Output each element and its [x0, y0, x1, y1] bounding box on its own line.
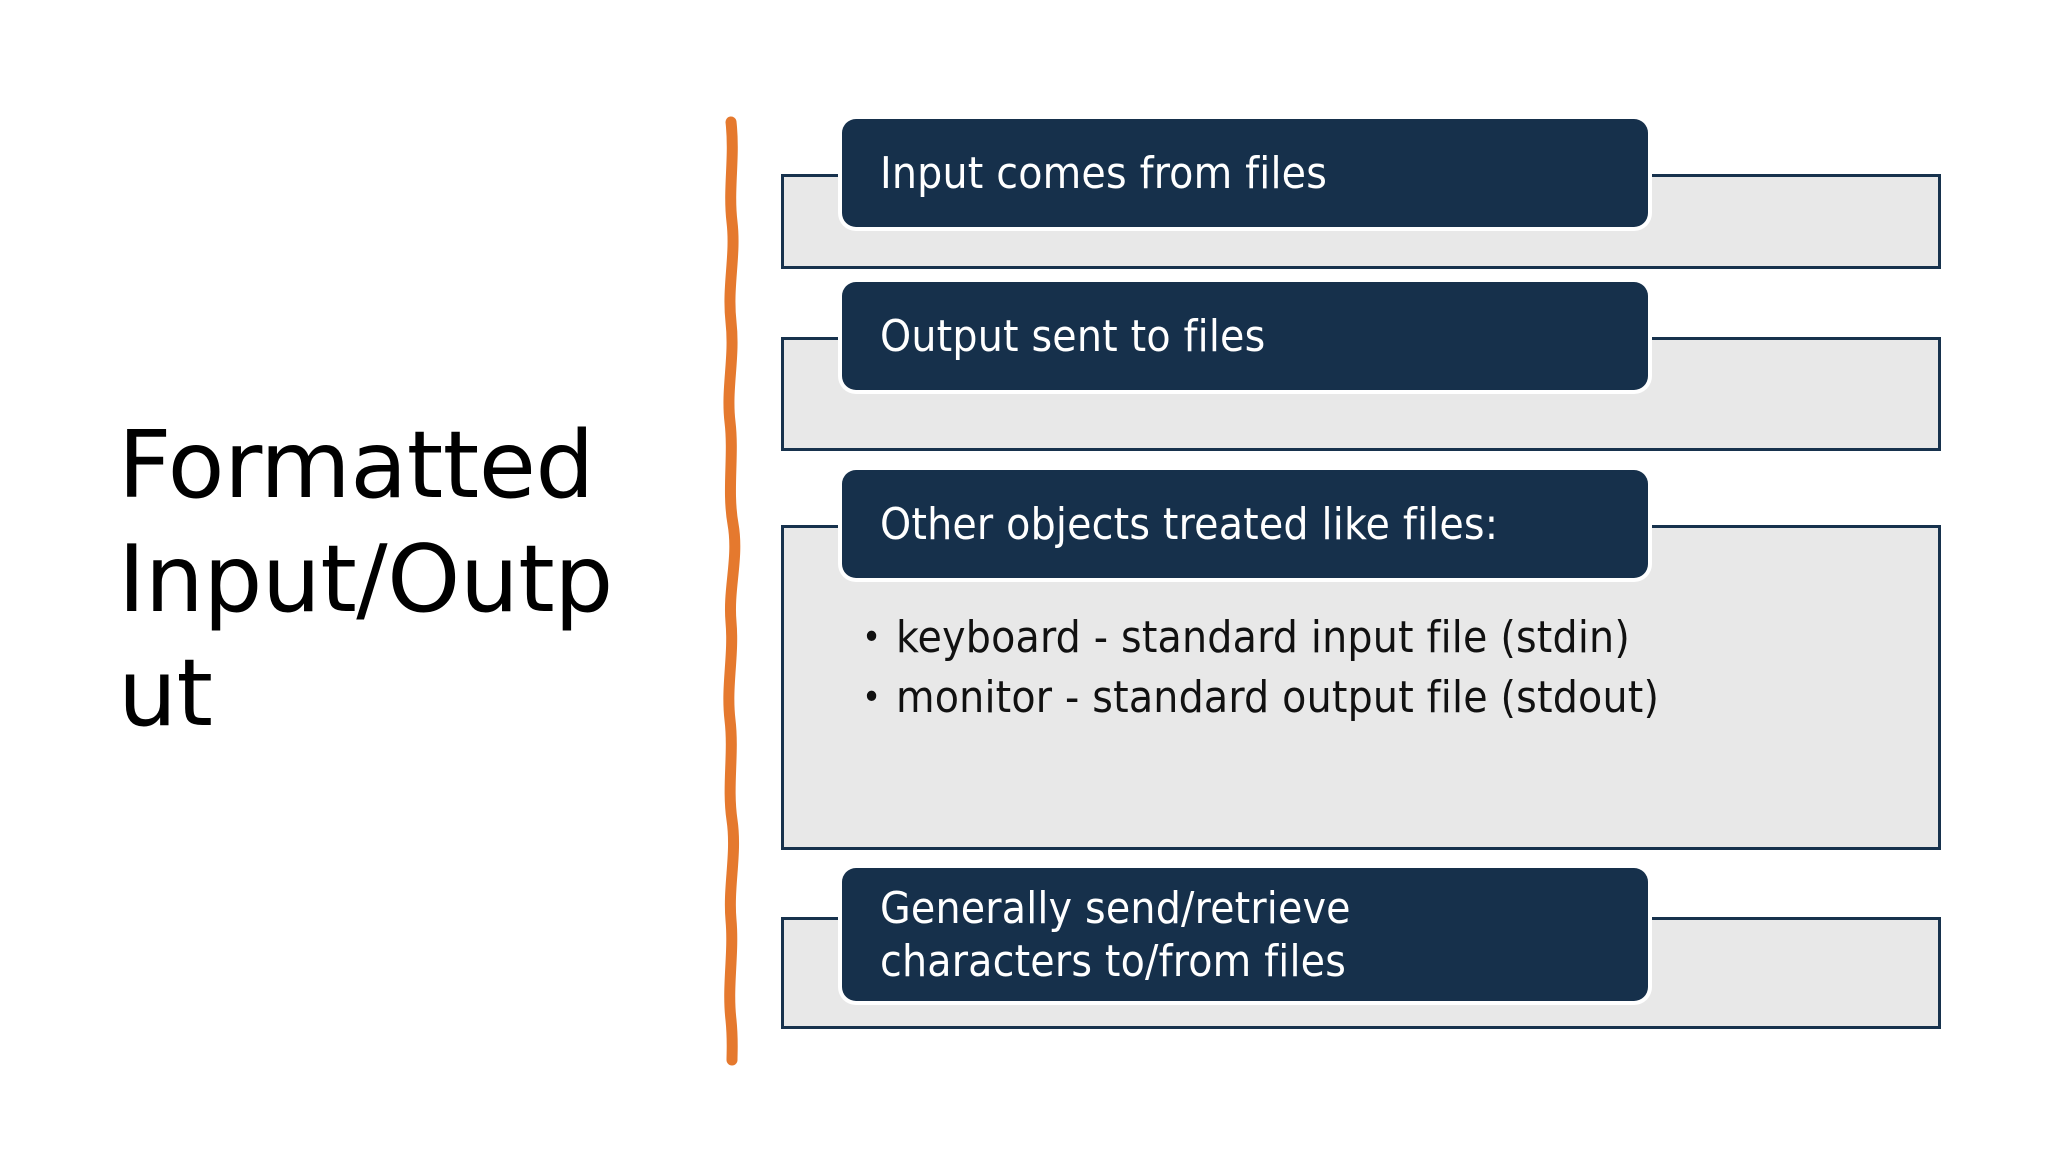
- diagram-header-chip-1[interactable]: Input comes from files: [842, 119, 1648, 227]
- diagram-header-chip-4[interactable]: Generally send/retrieve characters to/fr…: [842, 868, 1648, 1001]
- bullet-dot-icon: •: [862, 617, 882, 658]
- page-title-line-2: Input/Outp: [118, 525, 613, 633]
- orange-vertical-divider-icon: [723, 116, 741, 1066]
- page-title-line-1: Formatted: [118, 411, 594, 519]
- diagram-header-chip-3[interactable]: Other objects treated like files:: [842, 470, 1648, 578]
- bullet-label-1: keyboard - standard input file (stdin): [896, 612, 1630, 663]
- page-title: Formatted Input/Outp ut: [118, 408, 678, 750]
- diagram-bullet-list: • keyboard - standard input file (stdin)…: [862, 608, 1862, 728]
- diagram-header-label-4: Generally send/retrieve characters to/fr…: [880, 882, 1351, 987]
- diagram-header-label-2: Output sent to files: [880, 310, 1266, 362]
- list-item: • keyboard - standard input file (stdin): [862, 608, 1862, 668]
- bullet-dot-icon: •: [862, 677, 882, 718]
- page-title-line-3: ut: [118, 639, 213, 747]
- diagram-header-label-1: Input comes from files: [880, 147, 1328, 199]
- list-item: • monitor - standard output file (stdout…: [862, 668, 1862, 728]
- diagram-header-chip-2[interactable]: Output sent to files: [842, 282, 1648, 390]
- bullet-label-2: monitor - standard output file (stdout): [896, 672, 1660, 723]
- diagram-header-label-3: Other objects treated like files:: [880, 498, 1499, 550]
